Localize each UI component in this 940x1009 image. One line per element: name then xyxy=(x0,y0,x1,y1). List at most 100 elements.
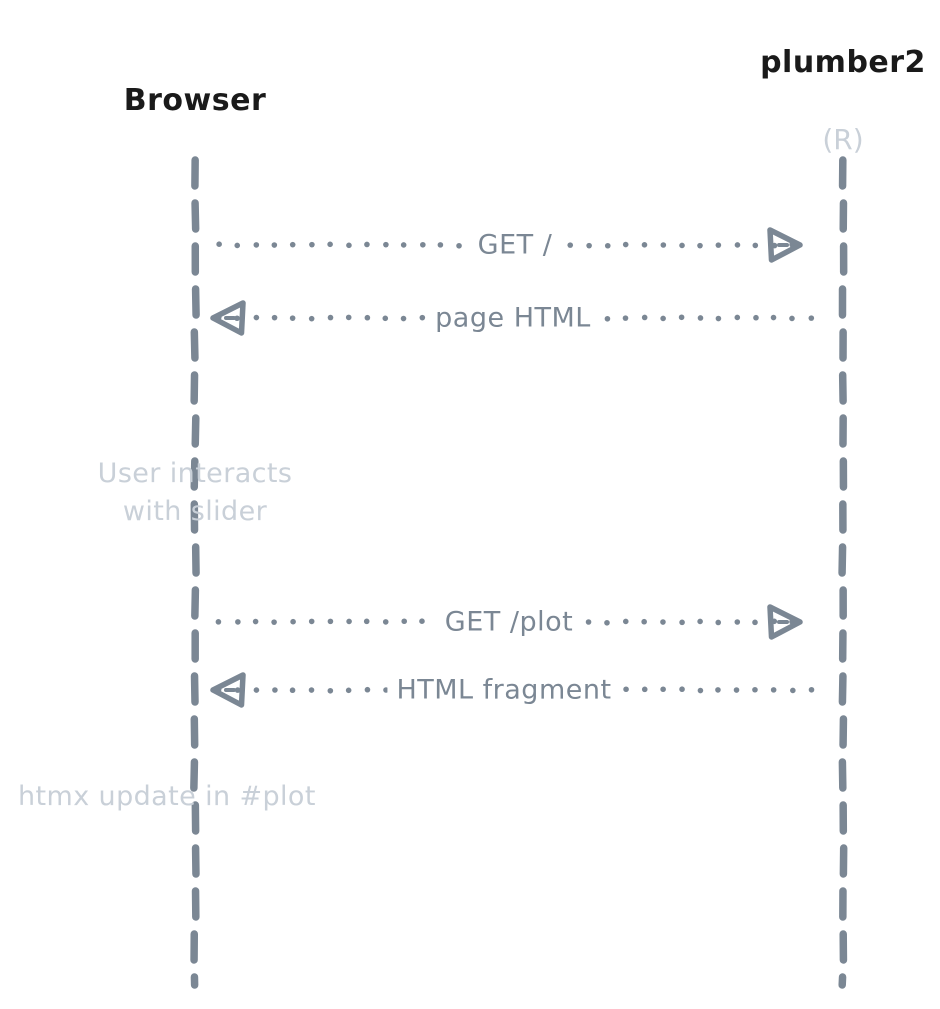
message-line-dot xyxy=(456,242,462,249)
message-line-dot xyxy=(604,315,611,322)
message-line-dot xyxy=(641,618,647,625)
message-line-dot xyxy=(679,242,685,249)
message-line-dot xyxy=(400,242,407,248)
participant-subtitle-plumber2: (R) xyxy=(822,123,864,156)
lifeline-browser xyxy=(190,758,199,792)
message-line-dot xyxy=(660,686,666,693)
message-line-dot xyxy=(234,315,240,322)
participant-title-browser: Browser xyxy=(123,83,267,118)
message-line-dot xyxy=(752,686,758,693)
arrowhead-right xyxy=(767,604,803,640)
message-line-dot xyxy=(622,315,629,321)
message-line-dot xyxy=(734,314,741,321)
message-line-dot xyxy=(419,618,425,625)
message-line-dot xyxy=(253,314,260,321)
message-line-dot xyxy=(345,314,352,321)
message-line-dot xyxy=(272,687,278,693)
note-user-interacts: User interacts with slider xyxy=(97,458,293,527)
message-line-dot xyxy=(327,314,334,321)
message-line-dot xyxy=(327,687,334,694)
message-line-dot xyxy=(567,242,574,248)
message-line-dot xyxy=(364,241,370,248)
message-line-dot xyxy=(327,618,334,625)
message-line-dot xyxy=(308,315,315,322)
message-line-dot xyxy=(363,618,370,625)
message-line-dot xyxy=(641,314,648,321)
message-line-dot xyxy=(383,687,389,693)
message-line-dot xyxy=(808,686,815,693)
message-line-dot xyxy=(383,241,389,248)
message-line-dot xyxy=(419,314,426,321)
message-line-dot xyxy=(753,314,759,321)
participant-title-plumber2: plumber2 xyxy=(760,45,926,80)
message-line-dot xyxy=(641,242,648,248)
arrowhead-left xyxy=(210,672,246,708)
message-line-dot xyxy=(604,242,611,249)
message-line-dot xyxy=(660,315,666,322)
message-line-dot xyxy=(697,618,703,625)
arrowhead-right xyxy=(767,227,803,263)
arrowhead-left xyxy=(210,300,246,336)
message-line-dot xyxy=(585,619,592,625)
message-label-msg-html-fragment: HTML fragment xyxy=(387,674,621,706)
lifeline-browser xyxy=(191,414,200,448)
message-line-dot xyxy=(697,687,704,694)
message-label-msg-get-plot: GET /plot xyxy=(435,606,583,638)
message-line-dot xyxy=(271,619,277,625)
lifeline-plumber2 xyxy=(838,672,847,706)
lifeline-browser xyxy=(191,199,200,233)
message-line-dot xyxy=(253,687,260,693)
message-line-dot xyxy=(622,241,629,248)
message-line-dot xyxy=(364,686,371,693)
message-line-dot xyxy=(770,687,777,693)
message-line-dot xyxy=(420,241,426,248)
message-line-dot xyxy=(734,619,741,625)
message-line-dot xyxy=(382,619,389,625)
message-line-dot xyxy=(678,314,685,321)
message-line-dot xyxy=(660,242,667,248)
message-line-dot xyxy=(733,687,740,693)
message-line-dot xyxy=(715,687,721,693)
message-line-dot xyxy=(309,241,315,248)
message-line-dot xyxy=(697,242,703,249)
message-line-dot xyxy=(622,618,629,625)
message-line-dot xyxy=(752,242,759,249)
message-line-dot xyxy=(289,687,296,694)
message-line-dot xyxy=(271,242,278,248)
message-line-dot xyxy=(215,619,222,625)
message-line-dot xyxy=(770,314,777,321)
message-line-dot xyxy=(660,619,666,625)
message-line-dot xyxy=(308,687,315,693)
message-line-dot xyxy=(327,241,333,248)
lifeline-browser xyxy=(190,328,199,362)
message-line-dot xyxy=(604,619,610,626)
message-line-dot xyxy=(345,687,352,694)
message-line-dot xyxy=(234,687,241,693)
message-line-dot xyxy=(641,686,648,693)
message-line-dot xyxy=(400,315,407,322)
lifeline-browser xyxy=(191,586,200,620)
message-line-dot xyxy=(586,242,592,249)
message-line-dot xyxy=(715,619,722,626)
note-htmx-update: htmx update in #plot xyxy=(18,781,316,812)
message-line-dot xyxy=(253,242,260,248)
lifelines-group xyxy=(190,156,848,989)
message-line-dot xyxy=(290,618,296,625)
message-line-dot xyxy=(789,315,795,322)
message-line-dot xyxy=(364,314,371,321)
message-line-dot xyxy=(346,618,352,625)
message-line-dot xyxy=(235,619,241,625)
message-line-dot xyxy=(289,315,296,321)
message-line-dot xyxy=(679,619,685,626)
message-line-dot xyxy=(752,619,758,626)
message-line-dot xyxy=(715,315,722,322)
message-line-dot xyxy=(437,242,444,248)
message-line-dot xyxy=(790,687,796,694)
message-line-dot xyxy=(289,241,296,248)
message-line-dot xyxy=(808,315,815,321)
message-line-dot xyxy=(271,314,278,321)
message-line-dot xyxy=(734,242,741,248)
message-line-dot xyxy=(623,686,629,693)
message-line-dot xyxy=(234,242,241,249)
